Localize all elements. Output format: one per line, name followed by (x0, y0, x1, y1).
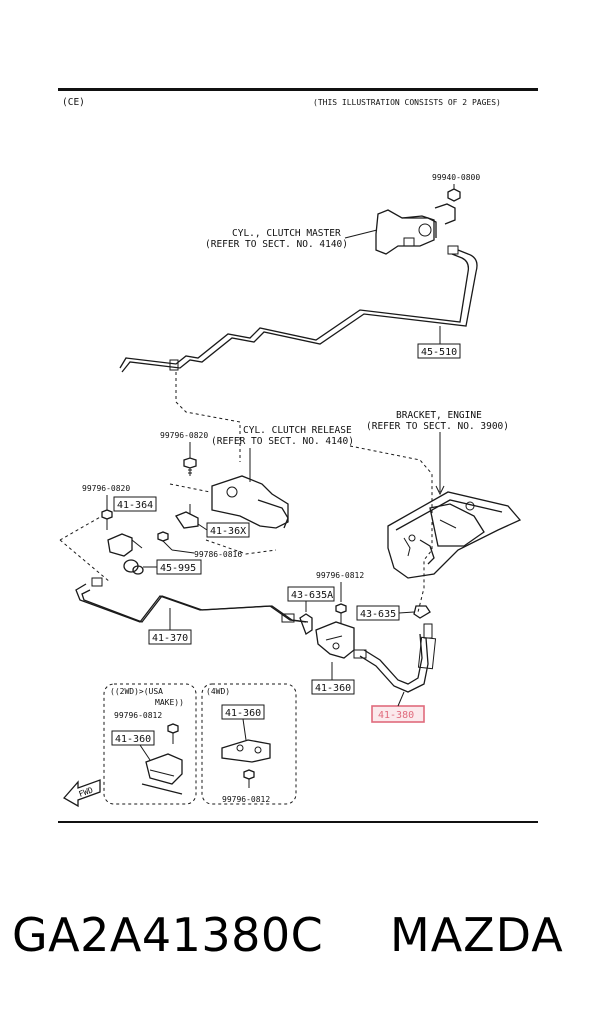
footer: GA2A41380C MAZDA (0, 908, 600, 968)
bolt-99796-0812-main (335, 582, 347, 624)
pipe-45-510 (119, 245, 478, 373)
clip-43-635a (299, 601, 313, 635)
label-41-370: 41-370 (152, 633, 188, 644)
connector-dashed-1 (175, 372, 241, 462)
bolt-99786-0816: 99786-0816 (157, 531, 242, 559)
part-number: GA2A41380C (12, 908, 324, 962)
panel-4wd: (4WD) 41-360 99796-0812 (201, 683, 297, 805)
label-45-510: 45-510 (421, 347, 457, 358)
panel-2wd-title2: MAKE)) (155, 698, 184, 707)
release-cylinder-title: CYL. CLUTCH RELEASE (243, 425, 352, 436)
dashed-guide-a (59, 515, 103, 541)
label-99940-0800: 99940-0800 (432, 173, 480, 182)
bracket-engine-title: BRACKET, ENGINE (396, 410, 482, 421)
bolt-99796-0820-upper: 99796-0820 (160, 431, 208, 476)
footer-rule (58, 821, 538, 823)
clip-43-635 (398, 605, 431, 619)
label-41-360-4wd: 41-360 (225, 708, 261, 719)
bracket-engine (387, 491, 522, 579)
panel-2wd-title: ((2WD)>(USA (110, 687, 163, 696)
bracket-engine-ref: (REFER TO SECT. NO. 3900) (366, 421, 509, 432)
label-41-360-main: 41-360 (315, 683, 351, 694)
section-code: (CE) (62, 97, 85, 108)
callout-box-41-364 (113, 496, 157, 512)
label-45-995: 45-995 (160, 563, 196, 574)
fwd-arrow-icon: FWD (62, 779, 101, 808)
label-43-635a: 43-635A (291, 590, 333, 601)
panel-2wd-usa: ((2WD)>(USA MAKE)) 99796-0812 41-360 (103, 683, 197, 805)
master-cylinder-title: CYL., CLUTCH MASTER (232, 228, 341, 239)
bracket-41-360-main (315, 621, 355, 659)
label-41-36x: 41-36X (210, 526, 246, 537)
master-cylinder-ref: (REFER TO SECT. NO. 4140) (205, 239, 348, 250)
label-99796-0820-upper: 99796-0820 (160, 431, 208, 440)
connector-dashed-2 (349, 445, 433, 613)
header-rule (58, 88, 538, 91)
callout-box-41-360-2wd (111, 730, 155, 746)
dashed-guide-b (59, 539, 111, 583)
label-41-364: 41-364 (117, 500, 153, 511)
bolt-99796-0820-left: 99796-0820 (82, 484, 130, 530)
label-99796-0812-2wd: 99796-0812 (114, 711, 162, 720)
label-99796-0812-main: 99796-0812 (316, 571, 364, 580)
clutch-release-cylinder (211, 475, 289, 529)
nut-99940-0800: 99940-0800 (432, 173, 480, 202)
release-cylinder-ref: (REFER TO SECT. NO. 4140) (211, 436, 354, 447)
hose-41-380 (353, 623, 437, 693)
callout-box-43-635a (287, 586, 335, 602)
clutch-master-cylinder (375, 203, 456, 255)
label-99796-0820-left: 99796-0820 (82, 484, 130, 493)
bracket-41-364 (107, 533, 143, 557)
label-41-360-2wd: 41-360 (115, 734, 151, 745)
callout-box-41-360-main (311, 679, 355, 695)
label-99796-0812-4wd: 99796-0812 (222, 795, 270, 804)
pipe-41-370 (75, 577, 309, 623)
dashed-guide-d (205, 539, 277, 555)
callout-box-45-510 (417, 343, 461, 359)
panel-4wd-title: (4WD) (206, 687, 230, 696)
page-note: (THIS ILLUSTRATION CONSISTS OF 2 PAGES) (313, 98, 501, 107)
dashed-guide-c (169, 483, 211, 493)
fitting-45-995 (123, 559, 144, 575)
label-41-380: 41-380 (378, 710, 414, 721)
label-99786-0816: 99786-0816 (194, 550, 242, 559)
brand-name: MAZDA (390, 908, 564, 962)
label-43-635: 43-635 (360, 609, 396, 620)
clip-41-36x (175, 504, 199, 529)
